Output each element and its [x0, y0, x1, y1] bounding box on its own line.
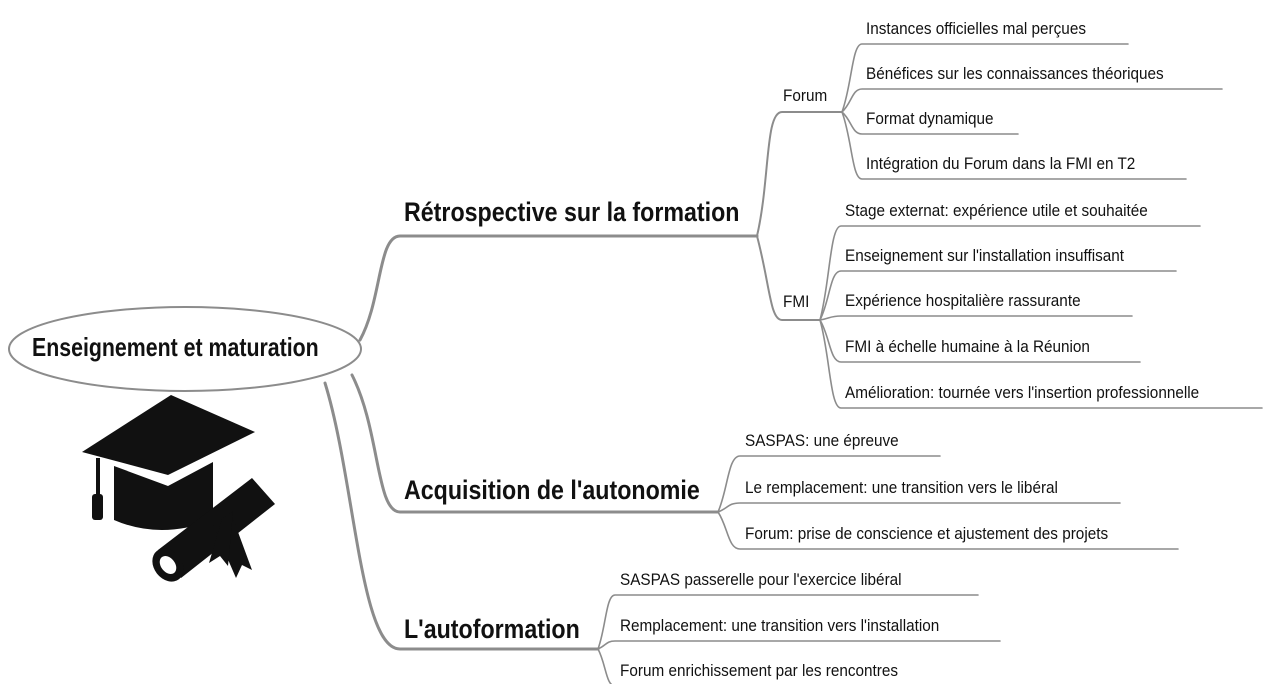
branch-label-autonomie: Acquisition de l'autonomie	[404, 475, 700, 505]
leaf-label: Format dynamique	[866, 109, 994, 128]
connector-forum-leaf	[841, 43, 1129, 113]
leaf-label: Remplacement: une transition vers l'inst…	[620, 616, 940, 635]
connector-root-autonomie	[350, 373, 720, 514]
root-label: Enseignement et maturation	[32, 332, 319, 362]
connector-fmi-leaf	[819, 225, 1201, 321]
connector-forum-leaf	[841, 111, 1187, 180]
connector-autoformation-leaf	[597, 648, 613, 684]
leaf-label: SASPAS: une épreuve	[745, 431, 899, 450]
leaf-label: Forum: prise de conscience et ajustement…	[745, 524, 1109, 543]
connector-root-autoformation	[323, 381, 600, 651]
leaf-label: Instances officielles mal perçues	[866, 19, 1086, 38]
graduation-cap-and-diploma-icon	[82, 395, 275, 582]
subbranch-label-forum: Forum	[783, 86, 828, 105]
leaf-label: FMI à échelle humaine à la Réunion	[845, 337, 1090, 356]
connector-forum-leaf	[841, 111, 1019, 135]
connector-fmi-leaf	[819, 319, 1263, 409]
leaf-label: Bénéfices sur les connaissances théoriqu…	[866, 64, 1164, 83]
connector-autonomie-leaf	[717, 455, 941, 513]
leaf-label: Enseignement sur l'installation insuffis…	[845, 246, 1125, 265]
connector-autoformation-leaf	[597, 594, 979, 650]
subbranch-label-fmi: FMI	[783, 292, 810, 311]
branch-label-autoformation: L'autoformation	[404, 614, 580, 644]
branch-label-retrospective: Rétrospective sur la formation	[404, 197, 740, 227]
connector-autoformation-leaf	[597, 640, 1001, 650]
leaf-label: Le remplacement: une transition vers le …	[745, 478, 1058, 497]
connector-autonomie-leaf	[717, 511, 1179, 550]
connector-forum-leaf	[841, 88, 1223, 113]
leaf-label: SASPAS passerelle pour l'exercice libéra…	[620, 570, 902, 589]
connector-autonomie-leaf	[717, 502, 1121, 513]
connector-root-retrospective	[358, 234, 759, 342]
leaf-label: Intégration du Forum dans la FMI en T2	[866, 154, 1136, 173]
root-node-ellipse	[8, 306, 362, 392]
connector-retrospective-forum	[756, 111, 843, 237]
connector-retrospective-fmi	[756, 235, 821, 321]
leaf-label: Stage externat: expérience utile et souh…	[845, 201, 1148, 220]
leaf-label: Amélioration: tournée vers l'insertion p…	[845, 383, 1200, 402]
connector-fmi-leaf	[819, 319, 1141, 363]
leaf-label: Forum enrichissement par les rencontres	[620, 661, 899, 680]
connector-fmi-leaf	[819, 315, 1133, 321]
leaf-label: Expérience hospitalière rassurante	[845, 291, 1081, 310]
connector-fmi-leaf	[819, 270, 1177, 321]
